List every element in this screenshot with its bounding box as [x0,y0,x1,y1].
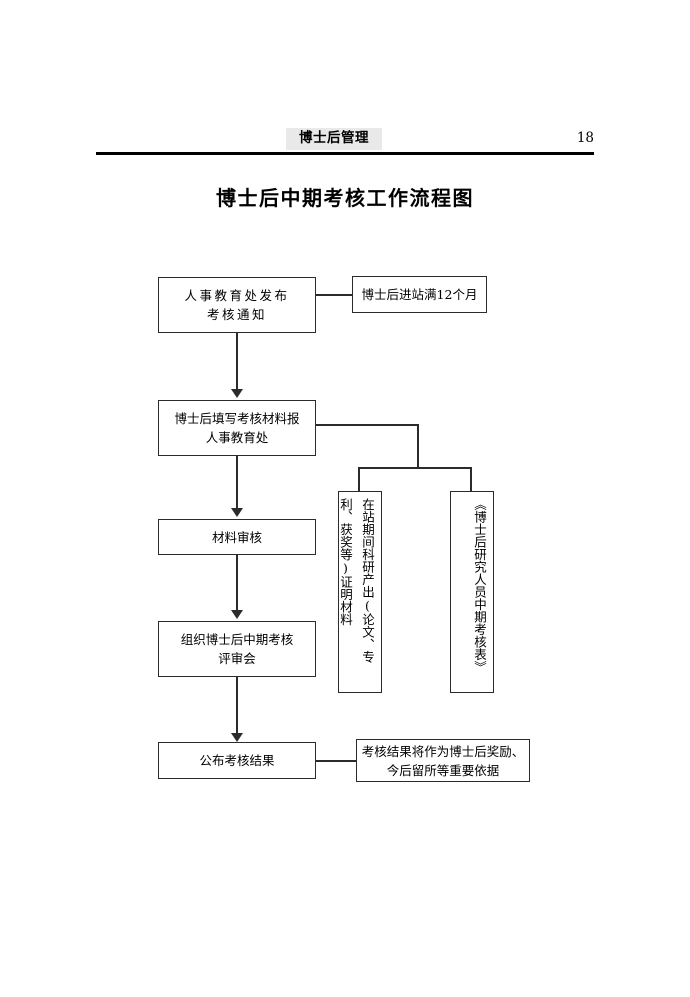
connector-submit-bus-drop [417,424,419,469]
flow-node-panel-line2: 评审会 [218,651,256,666]
flow-node-notice: 人事教育处发布 考核通知 [158,277,316,333]
flow-node-review-label: 材料审核 [211,529,262,545]
connector-attachment-bus [358,467,472,469]
page-number: 18 [576,130,594,146]
flow-node-attachment-2: 《博士后研究人员中期考核表》 [450,491,494,693]
connector-submit-bus-top [316,424,419,426]
arrow-review-to-panel [231,610,243,619]
flow-node-panel: 组织博士后中期考核 评审会 [158,621,316,677]
flow-node-review: 材料审核 [158,519,316,555]
running-header-title: 博士后管理 [286,128,382,150]
connector-notice-to-condition [316,294,352,296]
connector-submit-to-review [236,456,238,510]
flow-node-attachment-1-label: 在站期间科研产出(论文、专利、获奖等)证明材料 [338,498,375,663]
header-divider-rule [96,152,594,155]
arrow-notice-to-submit [231,389,243,398]
connector-bus-to-attachment-2 [470,467,472,492]
connector-panel-to-publish [236,677,238,739]
flow-node-panel-line1: 组织博士后中期考核 [180,632,294,647]
flow-node-attachment-2-label: 《博士后研究人员中期考核表》 [472,498,487,673]
arrow-submit-to-review [231,508,243,517]
connector-notice-to-submit [236,333,238,391]
flow-node-submit: 博士后填写考核材料报 人事教育处 [158,400,316,456]
flow-node-submit-line1: 博士后填写考核材料报 [174,411,300,426]
flow-node-condition-label: 博士后进站满12个月 [361,287,478,302]
connector-publish-to-note [316,760,356,762]
flow-node-publish-label: 公布考核结果 [199,753,275,768]
connector-bus-to-attachment-1 [358,467,360,492]
flow-node-notice-line1: 人事教育处发布 [184,288,290,303]
flow-node-notice-line2: 考核通知 [206,307,267,322]
flow-node-condition: 博士后进站满12个月 [352,276,487,313]
flow-node-result-note: 考核结果将作为博士后奖励、 今后留所等重要依据 [356,739,530,782]
flow-node-result-note-line2: 今后留所等重要依据 [386,762,500,778]
running-header: 博士后管理 18 [96,128,594,154]
flow-node-result-note-line1: 考核结果将作为博士后奖励、 [361,743,525,759]
page-title: 博士后中期考核工作流程图 [216,186,474,210]
flow-node-submit-line2: 人事教育处 [205,430,269,445]
flow-node-attachment-1: 在站期间科研产出(论文、专利、获奖等)证明材料 [338,491,382,693]
connector-review-to-panel [236,555,238,612]
flow-node-publish: 公布考核结果 [158,742,316,779]
arrow-panel-to-publish [231,733,243,742]
